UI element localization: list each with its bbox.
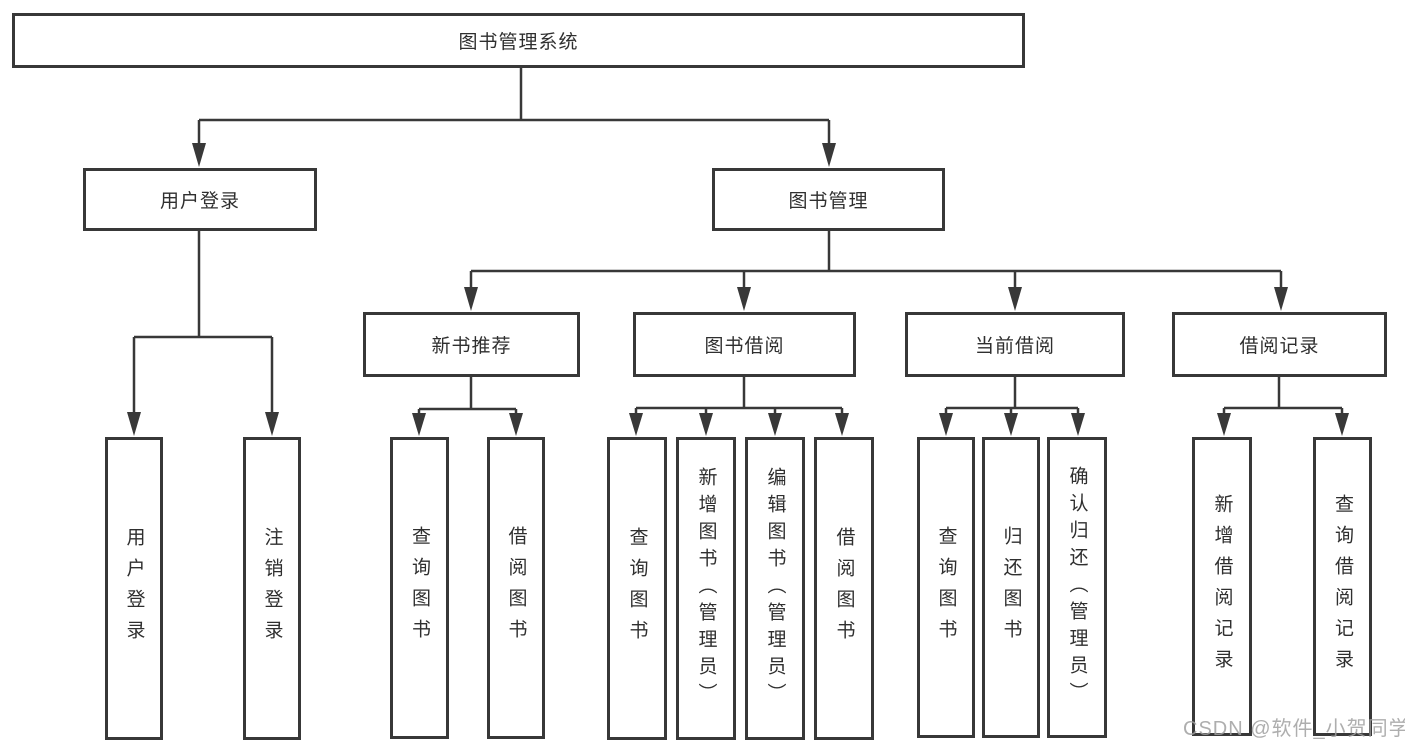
leaf-recommend-query-books: 查询图书 (390, 437, 449, 739)
leaf-logout: 注销登录 (243, 437, 301, 740)
leaf-confirm-return-admin: 确认归还（管理员） (1047, 437, 1107, 738)
leaf-borrow-books: 借阅图书 (814, 437, 874, 740)
node-user-login-label: 用户登录 (159, 191, 240, 212)
leaf-borrow-query-books: 查询图书 (607, 437, 667, 740)
arrowheads (127, 143, 1349, 436)
leaf-user-login: 用户登录 (105, 437, 163, 740)
csdn-watermark: CSDN @软件_小贺同学 (1183, 718, 1405, 740)
leaf-return-books: 归还图书 (982, 437, 1040, 738)
node-book-borrow-label: 图书借阅 (704, 336, 785, 357)
node-book-management-label: 图书管理 (788, 191, 869, 212)
leaf-recommend-borrow-books: 借阅图书 (487, 437, 545, 739)
leaf-add-books-admin: 新增图书（管理员） (676, 437, 736, 740)
leaf-edit-books-admin: 编辑图书（管理员） (745, 437, 805, 740)
node-root-label: 图书管理系统 (458, 32, 579, 53)
node-new-book-recommend-label: 新书推荐 (431, 336, 512, 357)
node-user-login: 用户登录 (83, 168, 317, 231)
node-borrow-records-label: 借阅记录 (1239, 336, 1320, 357)
node-current-borrow-label: 当前借阅 (974, 336, 1055, 357)
node-borrow-records: 借阅记录 (1172, 312, 1387, 377)
node-book-management: 图书管理 (712, 168, 945, 231)
leaf-query-borrow-record: 查询借阅记录 (1313, 437, 1372, 736)
leaf-current-query-books: 查询图书 (917, 437, 975, 738)
node-current-borrow: 当前借阅 (905, 312, 1125, 377)
node-book-borrow: 图书借阅 (633, 312, 856, 377)
node-root: 图书管理系统 (12, 13, 1025, 68)
leaf-add-borrow-record: 新增借阅记录 (1192, 437, 1252, 736)
node-new-book-recommend: 新书推荐 (363, 312, 580, 377)
